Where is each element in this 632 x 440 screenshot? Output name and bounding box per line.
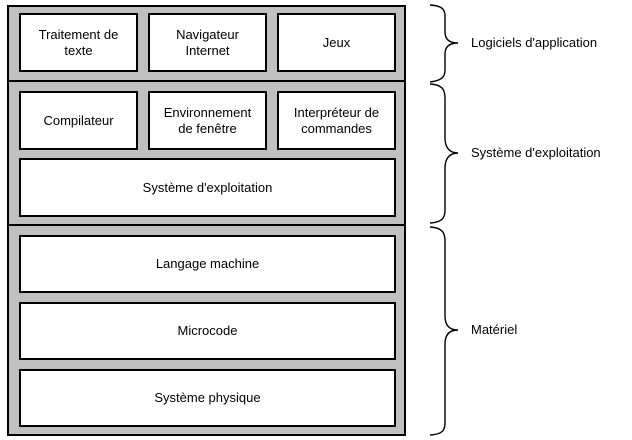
system-brace-label: Système d'exploitation [471, 145, 601, 160]
hardware-layer: Langage machine Microcode Système physiq… [7, 224, 406, 436]
compiler-box: Compilateur [19, 91, 138, 150]
web-browser-box: Navigateur Internet [148, 13, 267, 72]
hardware-brace-label: Matériel [471, 322, 518, 337]
operating-system-box: Système d'exploitation [19, 158, 396, 217]
system-layer: Compilateur Environnement de fenêtre Int… [7, 80, 406, 226]
hardware-brace [429, 226, 459, 436]
machine-language-box: Langage machine [19, 235, 396, 293]
microcode-box: Microcode [19, 302, 396, 360]
window-environment-box: Environnement de fenêtre [148, 91, 267, 150]
physical-system-box: Système physique [19, 369, 396, 427]
games-box: Jeux [277, 13, 396, 72]
applications-brace [429, 4, 459, 83]
command-interpreter-box: Interpréteur de commandes [277, 91, 396, 150]
applications-layer: Traitement de texte Navigateur Internet … [7, 5, 406, 82]
word-processing-box: Traitement de texte [19, 13, 138, 72]
system-brace [429, 83, 459, 224]
applications-brace-label: Logiciels d'application [471, 35, 598, 50]
